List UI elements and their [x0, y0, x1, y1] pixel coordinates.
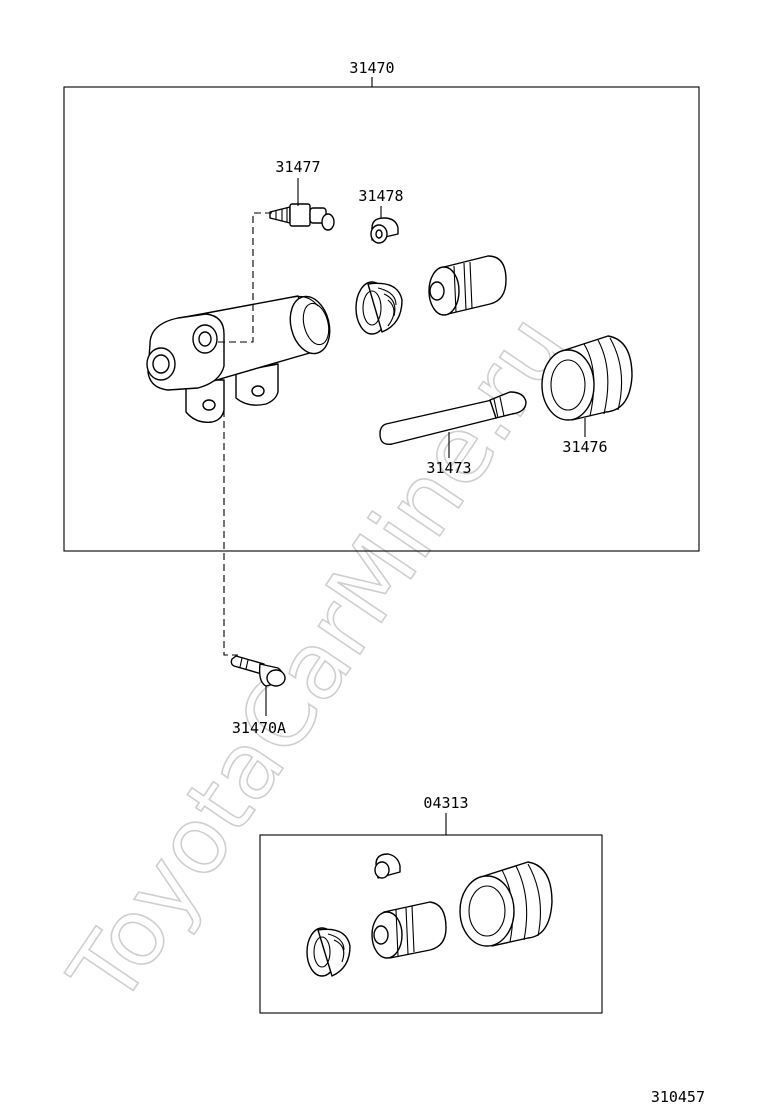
bolt-label[interactable]: 31470A	[232, 719, 286, 737]
boot-label[interactable]: 31476	[562, 438, 607, 456]
bolt[interactable]	[230, 655, 286, 687]
kit-bleeder-cap[interactable]	[374, 853, 401, 879]
piston-cup[interactable]	[355, 281, 403, 335]
piston[interactable]	[428, 255, 507, 316]
assembly-group: 31470 31477 31478	[63, 59, 700, 552]
diagram-id: 310457	[651, 1088, 705, 1106]
push-rod-label[interactable]: 31473	[426, 459, 471, 477]
kit-piston[interactable]	[371, 901, 447, 959]
release-cylinder-body[interactable]	[146, 292, 335, 423]
bleeder-plug[interactable]	[269, 203, 335, 231]
kit-frame	[259, 834, 603, 1014]
repair-kit-group: 04313	[259, 794, 603, 1014]
kit-label[interactable]: 04313	[423, 794, 468, 812]
boot[interactable]	[541, 335, 633, 421]
bleeder-plug-label[interactable]: 31477	[275, 158, 320, 176]
assembly-label[interactable]: 31470	[349, 59, 394, 77]
bleeder-cap-label[interactable]: 31478	[358, 187, 403, 205]
push-rod[interactable]	[379, 391, 527, 445]
kit-piston-cup[interactable]	[306, 927, 351, 977]
bleeder-cap[interactable]	[370, 217, 399, 244]
kit-boot[interactable]	[459, 861, 553, 947]
assembly-frame	[63, 86, 700, 552]
